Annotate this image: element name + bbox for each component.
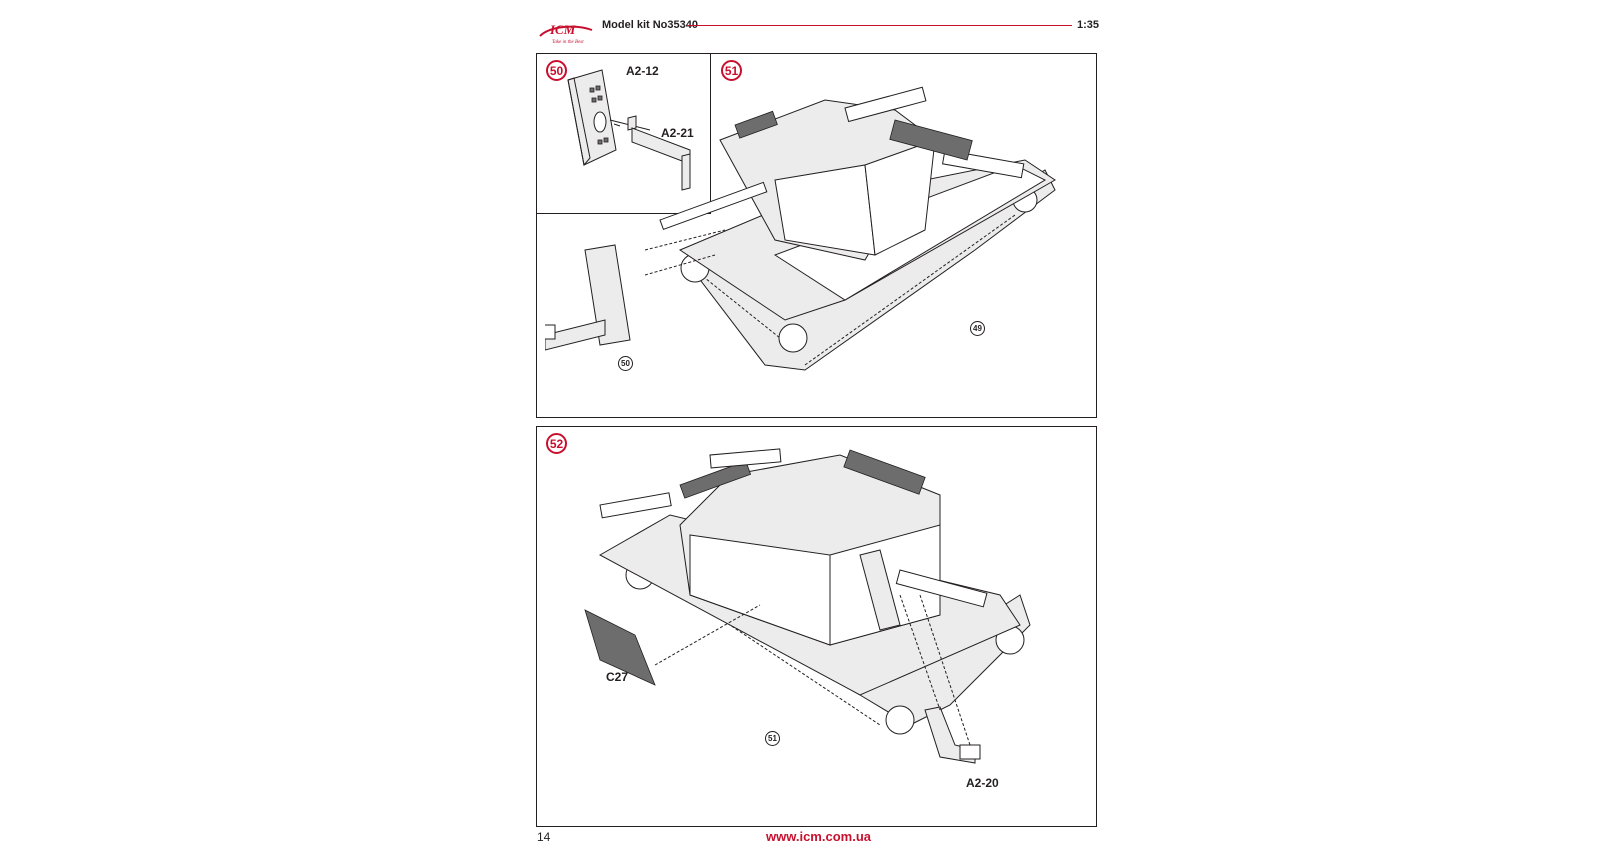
part-label-c27: C27 (606, 670, 629, 684)
ref-badge-50: 50 (618, 356, 633, 371)
part-label-a2-21: A2-21 (661, 126, 694, 140)
step-51-badge: 51 (721, 60, 742, 81)
brand-text: ICM (549, 22, 576, 37)
part-label-a2-20: A2-20 (966, 776, 999, 790)
page-number: 14 (537, 830, 551, 844)
icm-logo: ICM Take in the Best (539, 22, 593, 45)
ref-badge-49: 49 (970, 321, 985, 336)
slogan-text: Take in the Best (552, 40, 584, 45)
step-51-vehicle-drawing (545, 86, 1056, 371)
step-50-badge: 50 (546, 60, 567, 81)
scale-label: 1:35 (1077, 19, 1100, 31)
step-50-drawing (567, 69, 691, 191)
ref-badge-51: 51 (765, 731, 780, 746)
kit-number: Model kit No35340 (602, 19, 698, 31)
step-52-badge: 52 (546, 433, 567, 454)
step-52-vehicle-drawing (584, 448, 1031, 764)
website-link[interactable]: www.icm.com.ua (766, 829, 871, 844)
header-divider (688, 25, 1072, 26)
part-label-a2-12: A2-12 (626, 64, 659, 78)
